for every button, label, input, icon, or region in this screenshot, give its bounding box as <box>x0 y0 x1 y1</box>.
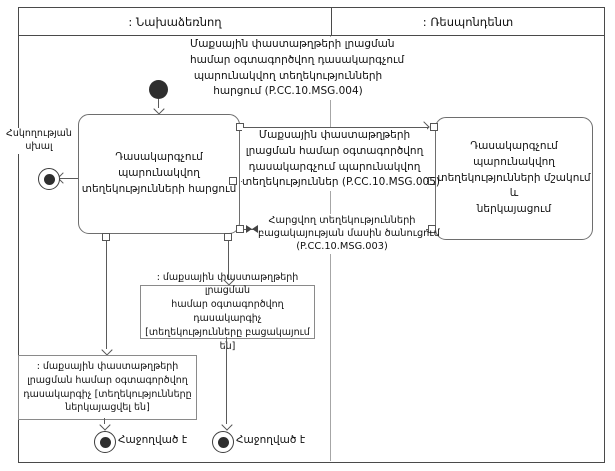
bowtie-arrowhead-icon <box>246 225 258 233</box>
output-pin <box>102 233 110 241</box>
control-error-final-node <box>38 168 60 190</box>
edge-presented-to-success <box>104 418 105 424</box>
edge-request-to-error <box>60 178 78 179</box>
object-node-info-missing: : մաքսային փաստաթղթերի լրացման համար օգտ… <box>140 272 315 352</box>
output-pin <box>224 233 232 241</box>
edge-msg004 <box>244 127 428 128</box>
final-node-success-left <box>94 431 116 453</box>
final-label-success-left: Հաջողված է <box>118 434 188 446</box>
edge-to-info-presented <box>106 241 107 349</box>
input-pin <box>229 177 237 185</box>
initial-node <box>149 80 168 99</box>
edge-missing-to-success <box>226 337 227 424</box>
output-pin <box>428 225 436 233</box>
lane-header-initiator: : Նախաձեռնող <box>19 8 332 35</box>
input-pin <box>236 225 244 233</box>
final-node-success-right <box>212 431 234 453</box>
output-pin <box>428 177 436 185</box>
edge-to-info-missing <box>228 241 229 279</box>
label-msg003: Հարցվող տեղեկությունների բացակայության մ… <box>258 214 440 254</box>
label-msg004: Մաքսային փաստաթղթերի լրացման համար օգտագ… <box>190 37 404 100</box>
activity-request-info: Դասակարգչում պարունակվող տեղեկություններ… <box>78 114 240 234</box>
edge-initial-to-request <box>158 99 159 108</box>
lane-header: : Նախաձեռնող : Ռեսպոնդենտ <box>18 7 605 36</box>
final-label-success-right: Հաջողված է <box>236 434 306 446</box>
label-msg005: Մաքսային փաստաթղթերի լրացման համար օգտագ… <box>242 128 440 191</box>
activity-process-info: Դասակարգչում պարունակվող տեղեկություններ… <box>435 117 593 240</box>
output-pin <box>236 123 244 131</box>
lane-header-respondent: : Ռեսպոնդենտ <box>422 14 514 29</box>
object-node-info-presented: : մաքսային փաստաթղթերի լրացման համար օգտ… <box>18 355 197 420</box>
input-pin <box>430 123 438 131</box>
control-error-label: Հսկողության սխալ <box>6 128 72 154</box>
